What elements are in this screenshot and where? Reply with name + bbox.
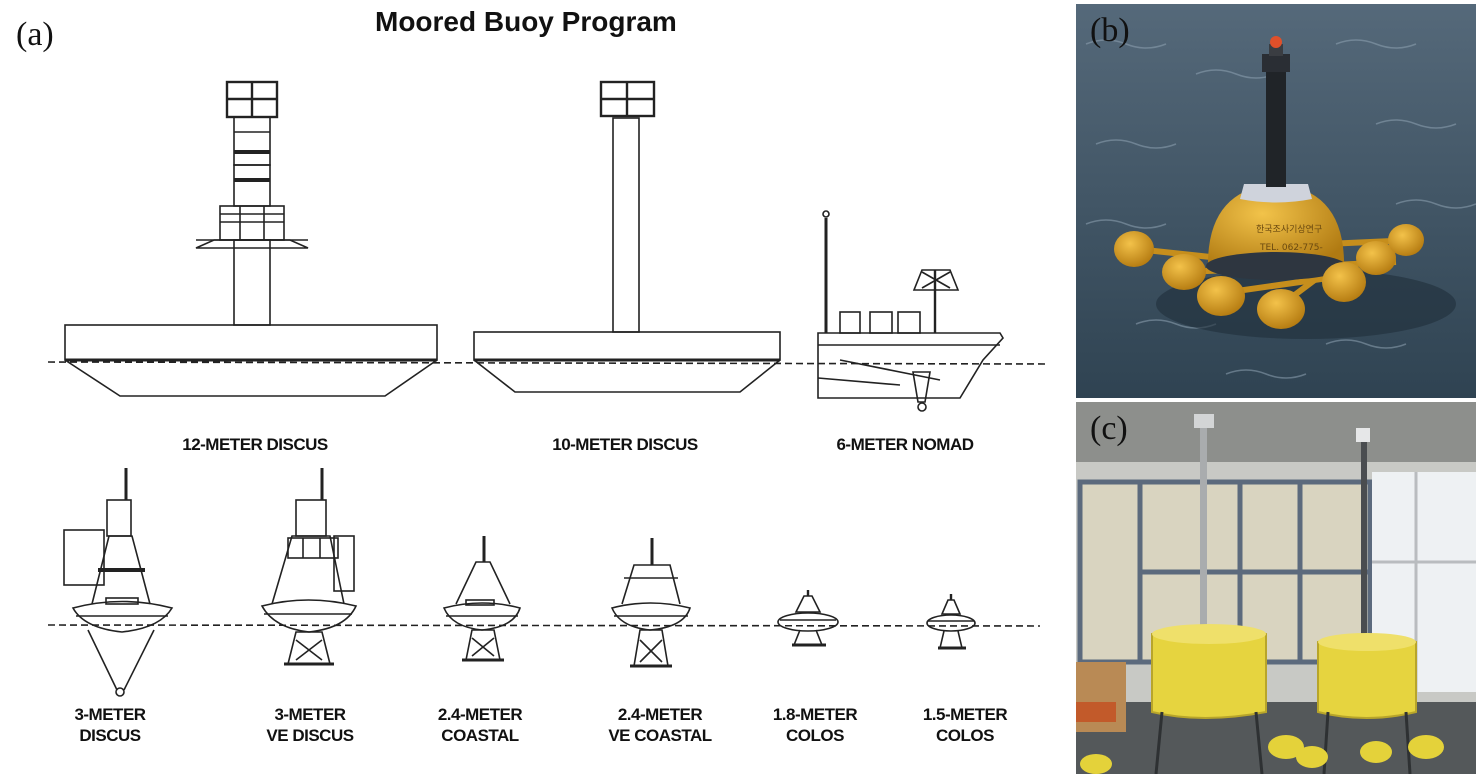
caption-line: 2.4-METER [437,705,523,724]
photo-c-illustration [1076,402,1476,774]
buoy-12m-discus-drawing [64,80,438,397]
panel-label-a: (a) [16,16,54,53]
caption-3m-discus: 3-METER DISCUS [50,704,170,746]
buoy-24m-ve-coastal-drawing [610,538,692,668]
caption-6m-nomad: 6-METER NOMAD [836,435,974,454]
caption-24m-ve-coastal: 2.4-METER VE COASTAL [590,704,730,746]
buoy-15m-colos-drawing [926,594,976,650]
panel-label-b: (b) [1090,12,1130,49]
buoy-6m-nomad-drawing [817,210,1004,412]
buoy-3m-discus-drawing [63,468,174,697]
caption-line: VE COASTAL [608,726,712,745]
caption-12m-discus: 12-METER DISCUS [182,435,328,454]
caption-line: 1.8-METER [772,705,858,724]
photo-buoy-at-sea: 한국조사기상연구 TEL. 062-775- (b) [1076,4,1476,398]
buoy-24m-coastal-drawing [442,536,522,662]
buoy-3m-ve-discus-drawing [260,468,358,666]
panel-label-c: (c) [1090,410,1128,447]
caption-line: 2.4-METER [617,705,703,724]
caption-3m-ve-discus: 3-METER VE DISCUS [250,704,370,746]
buoy-diagram [47,80,1046,697]
caption-line: 1.5-METER [922,705,1008,724]
photo-b-illustration: 한국조사기상연구 TEL. 062-775- [1076,4,1476,398]
figure-title: Moored Buoy Program [375,6,677,37]
buoy-10m-discus-drawing [473,80,781,393]
photo-buoys-warehouse: (c) [1076,402,1476,774]
caption-line: COASTAL [441,726,519,745]
waterline-bottom [47,624,1041,627]
caption-line: 3-METER [274,705,346,724]
caption-line: DISCUS [79,726,141,745]
caption-line: VE DISCUS [266,726,354,745]
caption-line: COLOS [936,726,994,745]
caption-10m-discus: 10-METER DISCUS [552,435,698,454]
caption-18m-colos: 1.8-METER COLOS [755,704,875,746]
caption-15m-colos: 1.5-METER COLOS [905,704,1025,746]
photo-b-hull-text: 한국조사기상연구 [1256,224,1322,235]
caption-line: 3-METER [74,705,146,724]
photo-b-hull-text: TEL. 062-775- [1259,243,1323,253]
caption-line: COLOS [786,726,844,745]
buoy-18m-colos-drawing [777,590,839,647]
caption-24m-coastal: 2.4-METER COASTAL [420,704,540,746]
waterline-top [47,361,1046,365]
